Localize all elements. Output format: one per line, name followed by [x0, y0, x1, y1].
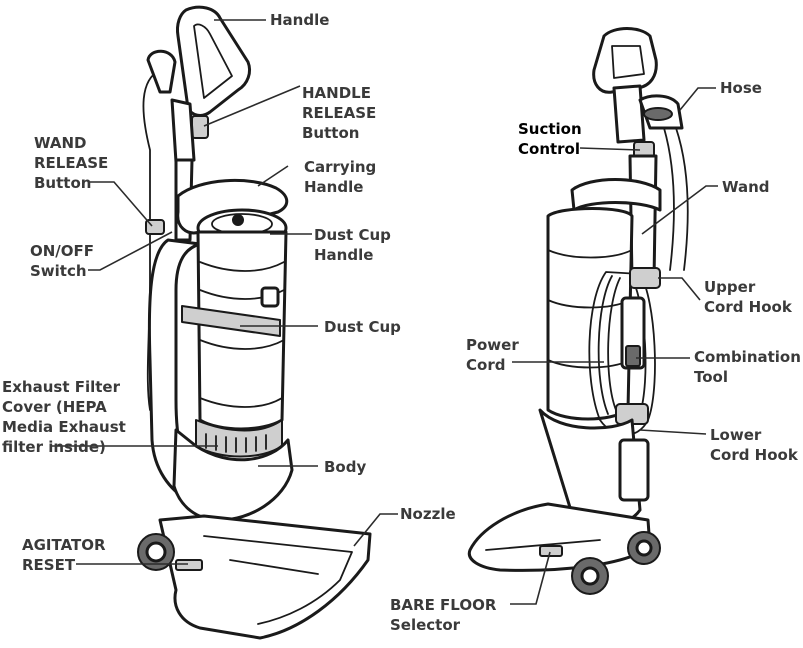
- front-view-vacuum-illustration: [137, 5, 372, 640]
- leader-lines: [50, 19, 718, 605]
- label-dust-cup: Dust Cup: [324, 318, 401, 336]
- label-on-off-switch: ON/OFF Switch: [30, 242, 99, 280]
- rear-view-vacuum-illustration: [467, 27, 689, 595]
- label-exhaust-filter-cover: Exhaust Filter Cover (HEPA Media Exhaust…: [2, 378, 131, 456]
- label-nozzle: Nozzle: [400, 505, 456, 523]
- label-carrying-handle: Carrying Handle: [304, 158, 382, 196]
- label-wand: Wand: [722, 178, 770, 196]
- label-body: Body: [324, 458, 366, 476]
- label-bare-floor-selector: BARE FLOOR Selector: [390, 596, 502, 634]
- label-hose: Hose: [720, 79, 762, 97]
- label-combination-tool: Combination Tool: [694, 348, 803, 386]
- label-agitator-reset: AGITATOR RESET: [22, 536, 111, 574]
- label-dust-cup-handle: Dust Cup Handle: [314, 226, 396, 264]
- label-power-cord: Power Cord: [466, 336, 524, 374]
- label-suction-control: Suction Control: [518, 120, 587, 158]
- label-handle: Handle: [270, 11, 329, 29]
- label-upper-cord-hook: Upper Cord Hook: [704, 278, 793, 316]
- label-wand-release-button: WAND RELEASE Button: [34, 134, 114, 192]
- label-lower-cord-hook: Lower Cord Hook: [710, 426, 799, 464]
- part-labels: Handle HANDLE RELEASE Button WAND RELEAS…: [2, 11, 803, 634]
- label-handle-release-button: HANDLE RELEASE Button: [302, 84, 382, 142]
